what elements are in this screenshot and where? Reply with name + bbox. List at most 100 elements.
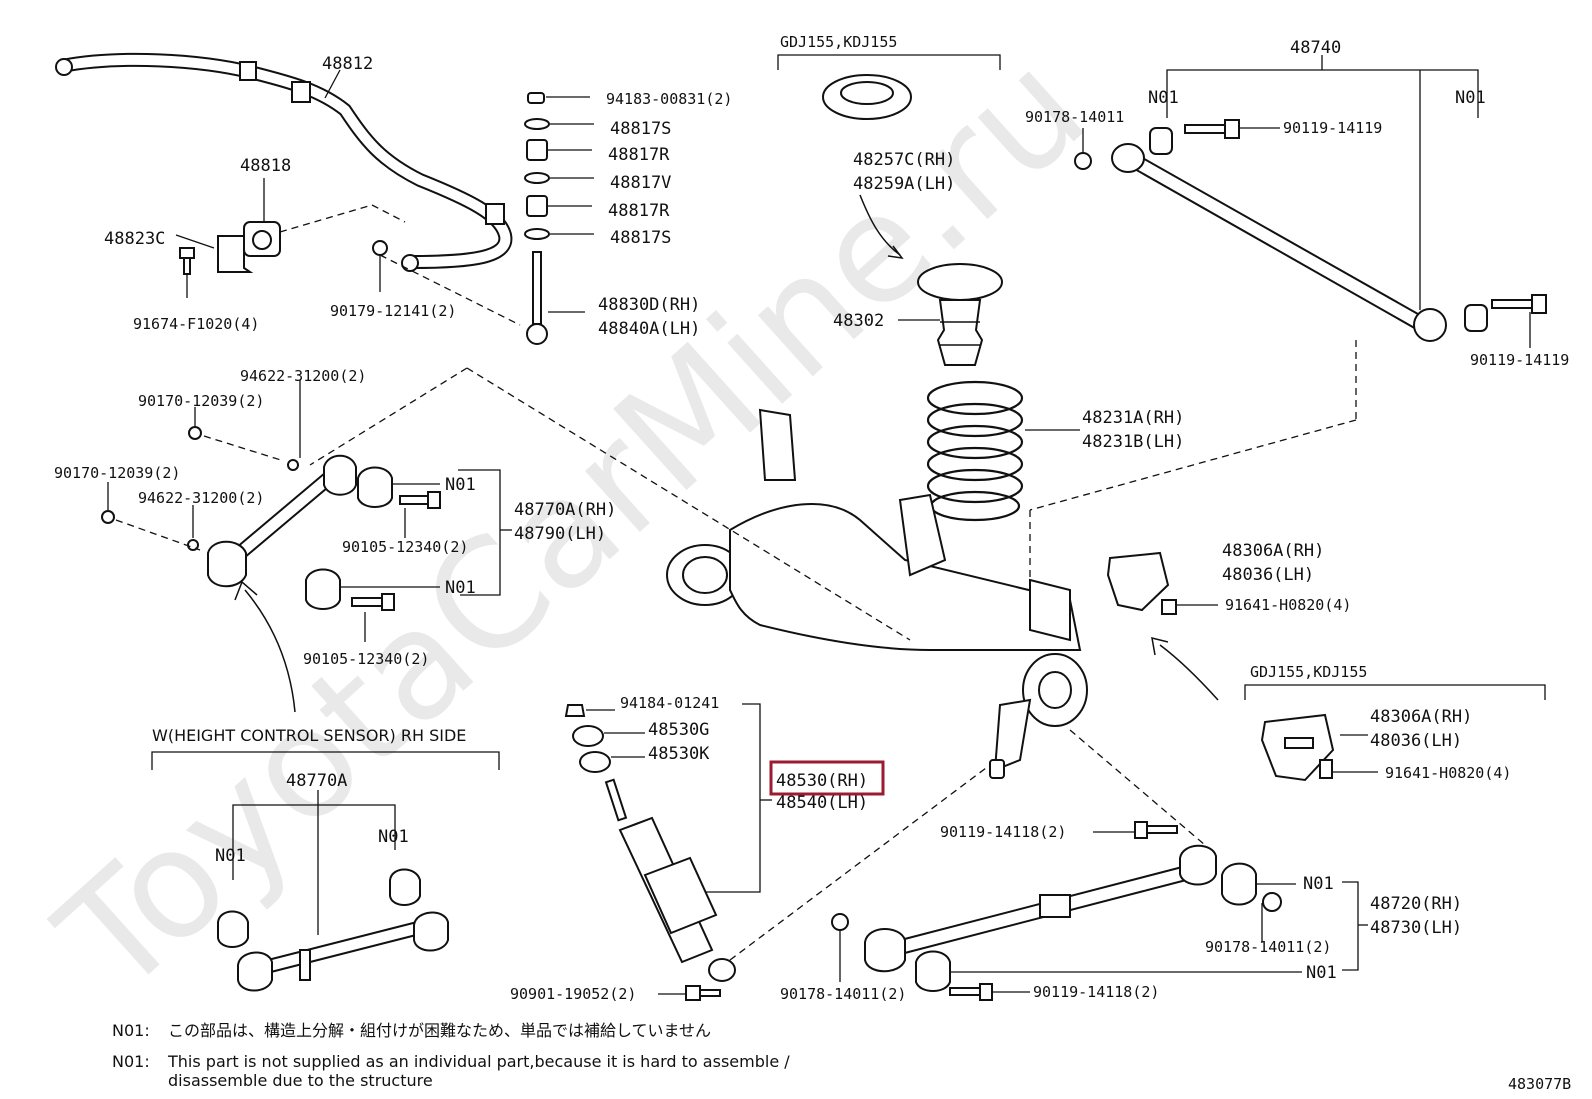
label-bracket-variant: GDJ155,KDJ155: [1250, 663, 1367, 681]
bushing-lateral-b[interactable]: [305, 568, 341, 610]
label-48790: 48790(LH): [514, 524, 606, 544]
label-48823C: 48823C: [104, 229, 165, 249]
label-90119-c: 90119-14118(2): [940, 823, 1066, 841]
label-48730: 48730(LH): [1370, 918, 1462, 938]
label-90178-c: 90178-14011(2): [1205, 938, 1331, 956]
label-48540: 48540(LH): [776, 793, 868, 813]
bolt-91641-a[interactable]: [1161, 599, 1177, 615]
washer-94622-a[interactable]: [287, 459, 299, 471]
bolt-90119-a[interactable]: [1184, 119, 1240, 139]
bolt-90119-c[interactable]: [1134, 821, 1178, 839]
spring-insulator[interactable]: [822, 74, 912, 120]
label-48817R-a: 48817R: [608, 145, 670, 165]
washer-94622-b[interactable]: [187, 539, 199, 551]
coil-spring[interactable]: [926, 380, 1024, 522]
bolt-91641-b[interactable]: [1319, 759, 1333, 779]
label-n01-sensor-b: N01: [378, 827, 409, 847]
bolt-91674[interactable]: [179, 247, 195, 275]
upper-control-arm[interactable]: [1111, 143, 1447, 342]
label-48818: 48818: [240, 156, 291, 176]
label-48530: 48530(RH): [776, 771, 868, 791]
label-90170-b: 90170-12039(2): [54, 464, 180, 482]
bushing-lateral-a[interactable]: [357, 466, 393, 508]
lower-control-arm[interactable]: [864, 844, 1217, 973]
label-48231A: 48231A(RH): [1082, 408, 1184, 428]
label-48770A: 48770A(RH): [514, 500, 616, 520]
label-48830D: 48830D(RH): [598, 295, 700, 315]
nut-90178-b[interactable]: [831, 913, 849, 931]
label-91641-a: 91641-H0820(4): [1225, 596, 1351, 614]
label-48259A: 48259A(LH): [853, 174, 955, 194]
bushing-upper-b[interactable]: [1464, 304, 1488, 332]
label-94183: 94183-00831(2): [606, 90, 732, 108]
label-90178-a: 90178-14011: [1025, 108, 1124, 126]
bushing-lower-b[interactable]: [915, 950, 951, 992]
nut-90178-a[interactable]: [1074, 152, 1092, 170]
label-48817S-b: 48817S: [610, 228, 671, 248]
label-n01-sensor-a: N01: [215, 846, 246, 866]
label-48817S-a: 48817S: [610, 119, 671, 139]
bolt-90119-d[interactable]: [949, 983, 993, 1001]
label-n01-lateral-a: N01: [445, 475, 476, 495]
label-n01-lateral-b: N01: [445, 578, 476, 598]
note-label-2: N01:: [112, 1052, 150, 1071]
label-48770A-sensor: 48770A: [286, 771, 347, 791]
stabilizer-bracket[interactable]: [217, 221, 281, 273]
bolt-90105-a[interactable]: [399, 491, 441, 509]
stabilizer-link-stack[interactable]: [524, 92, 550, 345]
bushing-sensor-a[interactable]: [217, 910, 249, 948]
bolt-90105-b[interactable]: [351, 593, 395, 611]
label-91674: 91674-F1020(4): [133, 315, 259, 333]
note-en-line1: This part is not supplied as an individu…: [167, 1052, 790, 1071]
label-n01-upper-a: N01: [1148, 88, 1179, 108]
lateral-rod[interactable]: [207, 454, 357, 588]
shock-absorber[interactable]: [604, 778, 736, 982]
nut-90179[interactable]: [372, 240, 388, 256]
shock-cushion-stack[interactable]: [564, 704, 611, 773]
label-94622-a: 94622-31200(2): [240, 367, 366, 385]
nut-90178-c[interactable]: [1262, 892, 1282, 912]
label-90105-b: 90105-12340(2): [303, 650, 429, 668]
bolt-90119-b[interactable]: [1491, 294, 1547, 314]
bushing-lower-a[interactable]: [1221, 862, 1257, 906]
note-label-1: N01:: [112, 1021, 150, 1040]
bolt-90901[interactable]: [685, 985, 721, 1001]
label-spring-variant: GDJ155,KDJ155: [780, 33, 897, 51]
bushing-upper-a[interactable]: [1149, 127, 1173, 155]
label-48036-a: 48036(LH): [1222, 565, 1314, 585]
label-48306A-a: 48306A(RH): [1222, 541, 1324, 561]
sensor-side-rod[interactable]: [237, 911, 449, 992]
axle-housing[interactable]: [666, 408, 1088, 779]
nut-90170-b[interactable]: [101, 510, 115, 524]
bushing-sensor-b[interactable]: [389, 868, 421, 906]
label-48302: 48302: [833, 311, 884, 331]
bump-bracket-a[interactable]: [1106, 551, 1170, 612]
label-48720: 48720(RH): [1370, 894, 1462, 914]
label-48530G: 48530G: [648, 720, 709, 740]
label-90179: 90179-12141(2): [330, 302, 456, 320]
label-48036-b: 48036(LH): [1370, 731, 1462, 751]
bump-bracket-b[interactable]: [1260, 713, 1335, 782]
label-sensor-side: W(HEIGHT CONTROL SENSOR) RH SIDE: [152, 726, 466, 745]
label-48306A-b: 48306A(RH): [1370, 707, 1472, 727]
label-48530K: 48530K: [648, 744, 710, 764]
highlight-box: [769, 760, 885, 796]
label-90119-b: 90119-14119: [1470, 351, 1569, 369]
label-90119-d: 90119-14118(2): [1033, 983, 1159, 1001]
label-94622-b: 94622-31200(2): [138, 489, 264, 507]
diagram-code: 483077B: [1508, 1075, 1571, 1093]
label-48812: 48812: [322, 54, 373, 74]
label-n01-lower-a: N01: [1303, 874, 1334, 894]
label-48231B: 48231B(LH): [1082, 432, 1184, 452]
nut-90170-a[interactable]: [188, 426, 202, 440]
note-jp: この部品は、構造上分解・組付けが困難なため、単品では補給していません: [168, 1021, 711, 1040]
label-48740: 48740: [1290, 38, 1341, 58]
bump-stopper-48302[interactable]: [917, 263, 1003, 366]
note-en-line2: disassemble due to the structure: [168, 1071, 433, 1090]
label-90119-a: 90119-14119: [1283, 119, 1382, 137]
label-n01-upper-b: N01: [1455, 88, 1486, 108]
label-n01-lower-b: N01: [1306, 963, 1337, 983]
stabilizer-bar[interactable]: [55, 52, 513, 272]
